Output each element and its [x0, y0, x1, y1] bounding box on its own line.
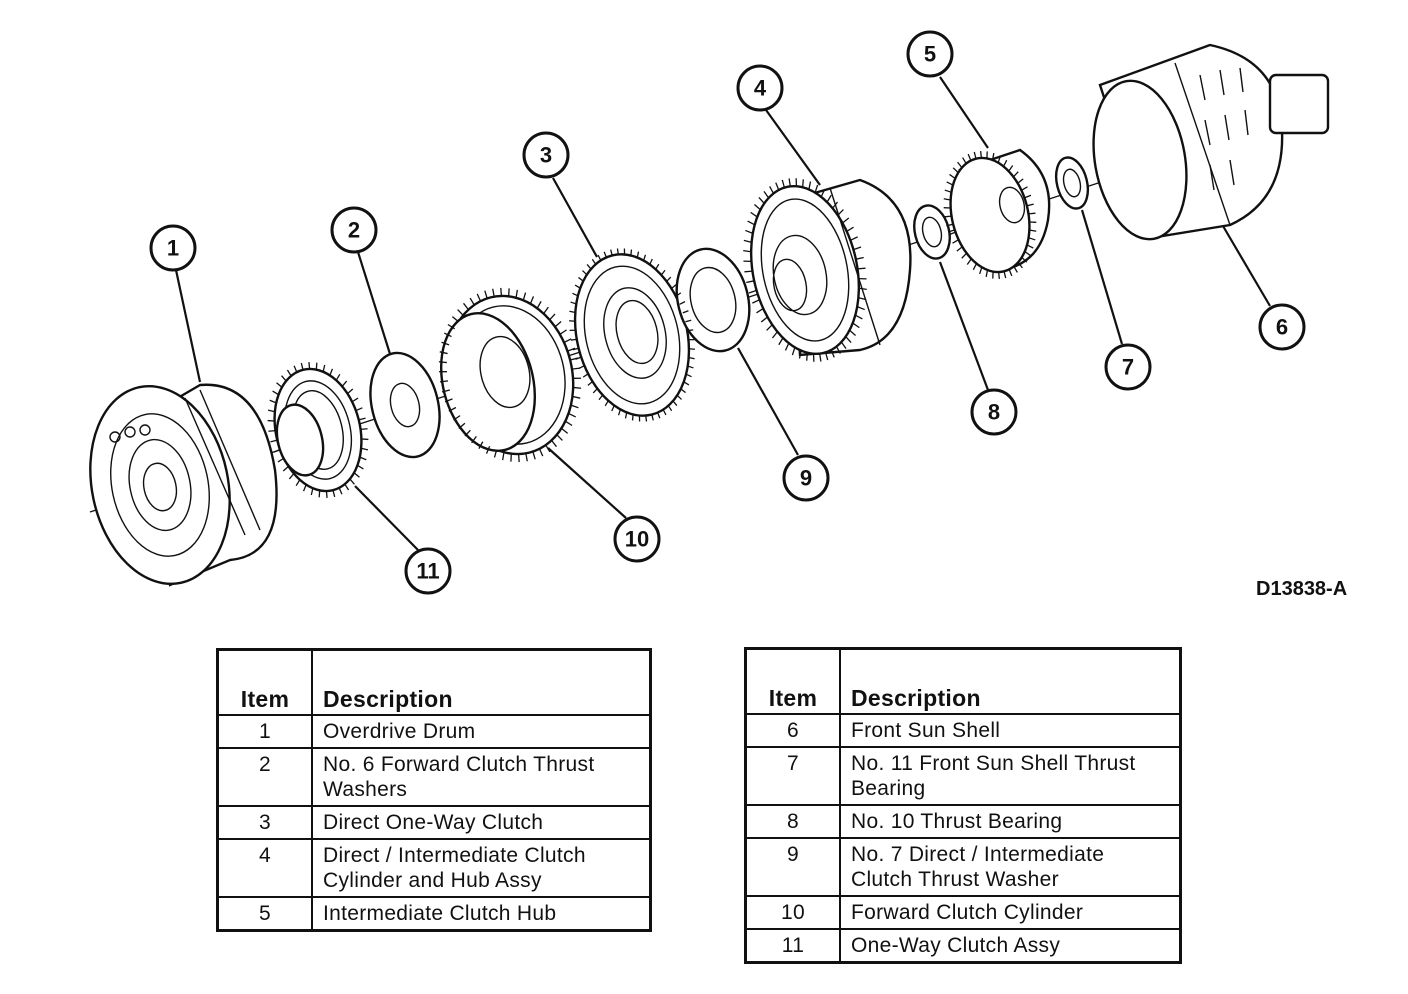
item-header: Item	[216, 648, 313, 716]
overdrive-drum	[89, 383, 278, 587]
item-number: 1	[216, 714, 313, 749]
forward-clutch-cylinder	[439, 294, 575, 456]
item-description: Direct One-Way Clutch	[311, 805, 652, 840]
item-number: 6	[744, 713, 841, 748]
forward-clutch-teeth	[438, 287, 582, 463]
callout-7: 7	[1104, 343, 1152, 391]
item-description: Intermediate Clutch Hub	[311, 896, 652, 932]
front-sun-shell-thrust-bearing	[1054, 156, 1090, 210]
svg-text:3: 3	[540, 143, 552, 168]
item-number: 2	[216, 747, 313, 807]
direct-intermediate-clutch-thrust-washer	[675, 247, 751, 353]
item-number: 11	[744, 928, 841, 964]
item-description: Overdrive Drum	[311, 714, 652, 749]
callout-10: 10	[613, 515, 661, 563]
item-description: Direct / Intermediate Clutch Cylinder an…	[311, 838, 652, 898]
svg-text:11: 11	[416, 559, 439, 584]
callout-9: 9	[782, 454, 830, 502]
one-way-clutch-assy	[273, 367, 363, 493]
svg-text:7: 7	[1122, 355, 1134, 380]
item-description: No. 7 Direct / Intermediate Clutch Thrus…	[839, 837, 1182, 897]
callout-8: 8	[970, 388, 1018, 436]
item-description: No. 6 Forward Clutch Thrust Washers	[311, 747, 652, 807]
callout-5: 5	[906, 30, 954, 78]
callout-6: 6	[1258, 303, 1306, 351]
forward-clutch-thrust-washer	[369, 351, 441, 459]
leader-lines	[174, 76, 1271, 551]
svg-text:2: 2	[348, 218, 360, 243]
callout-2: 2	[330, 206, 378, 254]
direct-intermediate-clutch-cylinder	[749, 178, 912, 357]
item-description: No. 11 Front Sun Shell Thrust Bearing	[839, 746, 1182, 806]
callout-1: 1	[149, 224, 197, 272]
cylinder-teeth	[743, 178, 867, 362]
item-number: 7	[744, 746, 841, 806]
figure-id: D13838-A	[1256, 578, 1348, 600]
table-header-row: Item Description	[216, 648, 652, 716]
svg-text:8: 8	[988, 400, 1000, 425]
description-header: Description	[311, 648, 652, 716]
item-number: 5	[216, 896, 313, 932]
item-number: 8	[744, 804, 841, 839]
item-description: Front Sun Shell	[839, 713, 1182, 748]
thrust-bearing-no10	[913, 204, 951, 260]
callout-3: 3	[522, 131, 570, 179]
one-way-clutch-teeth	[267, 361, 369, 499]
item-number: 9	[744, 837, 841, 897]
callout-11: 11	[404, 547, 452, 595]
table-header-row: Item Description	[744, 647, 1182, 715]
item-number: 10	[744, 895, 841, 930]
item-number: 4	[216, 838, 313, 898]
item-description: One-Way Clutch Assy	[839, 928, 1182, 964]
item-description: No. 10 Thrust Bearing	[839, 804, 1182, 839]
item-number: 3	[216, 805, 313, 840]
hub-teeth	[943, 150, 1037, 280]
svg-text:4: 4	[754, 76, 767, 101]
callout-4: 4	[736, 64, 784, 112]
description-header: Description	[839, 647, 1182, 715]
item-header: Item	[744, 647, 841, 715]
item-description: Forward Clutch Cylinder	[839, 895, 1182, 930]
front-sun-shell	[1092, 43, 1330, 241]
svg-text:6: 6	[1276, 315, 1288, 340]
svg-text:5: 5	[924, 42, 936, 67]
svg-text:1: 1	[167, 236, 179, 261]
intermediate-clutch-hub	[949, 148, 1051, 274]
direct-clutch-teeth	[569, 248, 695, 422]
exploded-view-diagram: 1 2 3 4 5 6 7 8 9 10 11	[89, 30, 1330, 595]
svg-text:10: 10	[625, 527, 649, 552]
svg-text:9: 9	[800, 466, 812, 491]
